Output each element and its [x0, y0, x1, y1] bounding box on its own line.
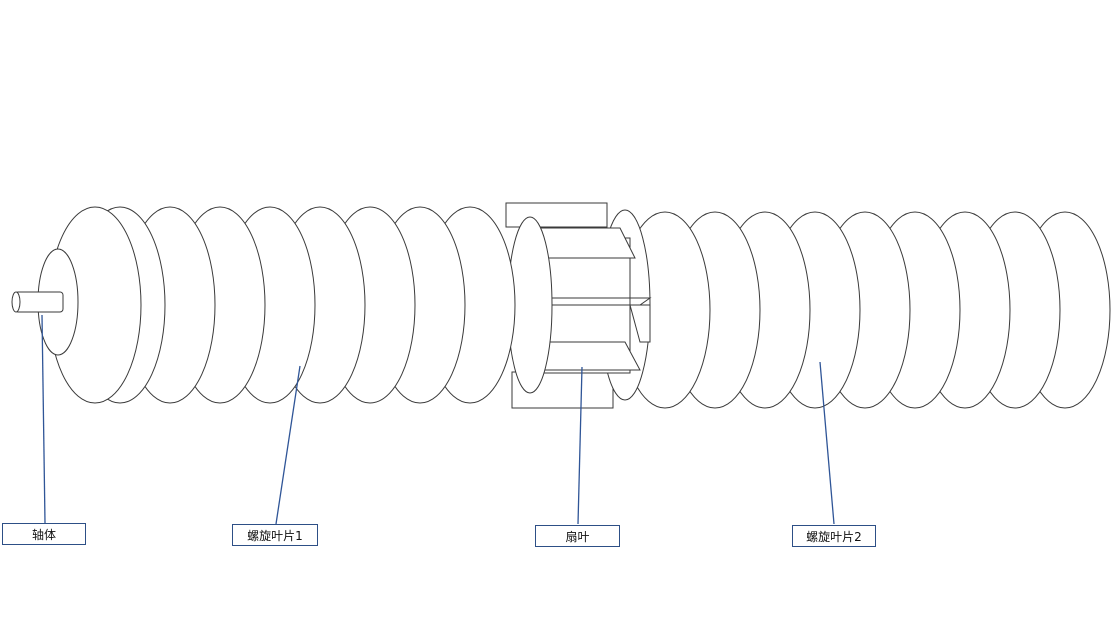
label-spiral-blade-2: 螺旋叶片2 [792, 525, 876, 547]
label-fan-blade: 扇叶 [535, 525, 620, 547]
label-spiral-blade-1: 螺旋叶片1 [232, 524, 318, 546]
label-shaft: 轴体 [2, 523, 86, 545]
leader-spiral-2 [819, 361, 835, 525]
fan-impeller [505, 202, 652, 409]
leader-fan [577, 366, 583, 525]
spiral-blade-2 [619, 211, 1111, 409]
leader-shaft [41, 314, 46, 524]
left-shaft [11, 248, 79, 356]
leader-spiral-1 [275, 365, 301, 525]
spiral-blade-1 [48, 206, 516, 404]
